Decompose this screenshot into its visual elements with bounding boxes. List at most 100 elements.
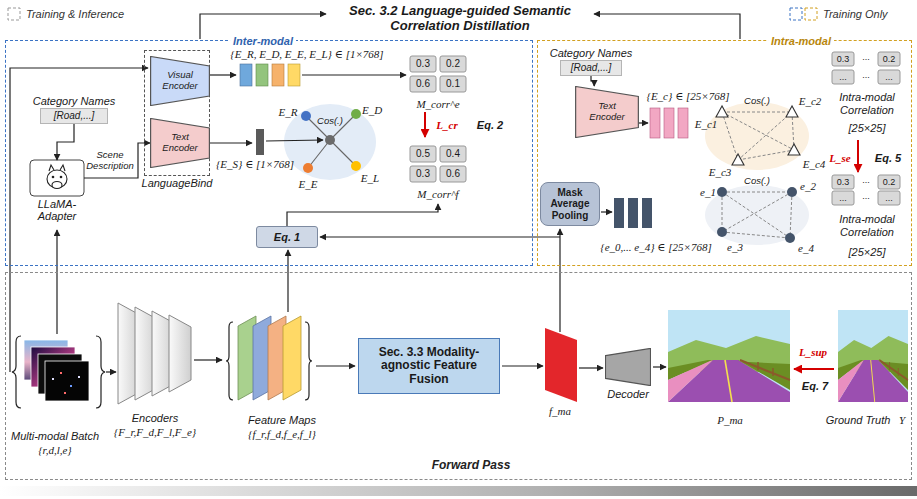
legend-label: Training & Inference <box>26 8 124 20</box>
graphic-ellipse <box>52 182 62 189</box>
icon-box: LLaMA-Adapter <box>30 160 84 196</box>
graphic-g <box>722 112 794 160</box>
text-label: M_corr^e <box>416 98 459 111</box>
node-text: Visual Encoder <box>156 70 204 91</box>
graphic-ellipse <box>705 185 809 245</box>
graphic-polygon <box>732 154 744 165</box>
text-label: E_L <box>361 172 379 185</box>
graphic-line <box>722 192 790 238</box>
graphic-rect <box>0 486 917 496</box>
text-label: 0.6 <box>416 78 430 90</box>
text-label: [25×25] <box>848 246 885 259</box>
graphic-line <box>208 74 236 75</box>
graphic-line <box>316 365 355 366</box>
graphic-line <box>790 192 792 238</box>
text-label: e_3 <box>727 241 743 254</box>
shape-outline <box>605 348 651 386</box>
node-text: Sec. 3.3 Modality-agnostic Feature Fusio… <box>362 346 496 386</box>
text-label: E_c2 <box>799 95 822 108</box>
graphic-rect <box>440 166 466 182</box>
text-label: 0.2 <box>883 177 896 187</box>
text-label: 0.2 <box>883 54 896 64</box>
graphic-rect <box>410 166 436 182</box>
graphic-circle <box>717 187 727 197</box>
graphic-rect <box>410 146 436 162</box>
graphic-rect <box>878 70 900 84</box>
graphic-rect <box>642 198 652 228</box>
graphic-g <box>832 52 900 205</box>
graphic-line <box>266 140 323 141</box>
text-label: 0.2 <box>446 58 460 70</box>
text-label: ... <box>862 191 870 201</box>
graphic-g <box>717 187 797 243</box>
graphic-rect <box>805 8 817 20</box>
graphic-rect <box>272 64 284 86</box>
text-label: e_2 <box>800 180 816 193</box>
text-label: P_ma <box>717 414 743 427</box>
text-label: Ground Truth <box>826 414 891 427</box>
node-heading: Category Names <box>33 95 116 107</box>
graphic-line <box>722 112 794 150</box>
graphic-circle <box>325 135 335 145</box>
graphic-rect <box>440 76 466 92</box>
graphic-line <box>738 150 794 160</box>
graphic-rect <box>832 175 854 189</box>
graphic-line <box>330 140 356 166</box>
node-heading: Category Names <box>550 47 633 59</box>
graphic-polygon <box>169 315 191 392</box>
node-text: [Road,...] <box>571 62 612 73</box>
graphic-rect <box>410 56 436 72</box>
graphic-rect <box>78 376 80 378</box>
text-label: ... <box>839 193 847 203</box>
text-label: L_cr <box>436 119 457 132</box>
text-label: f_ma <box>549 405 571 418</box>
text-label: 0.1 <box>446 78 460 90</box>
graphic-circle <box>351 161 361 171</box>
graphic-path <box>287 204 438 226</box>
text-label: E_D <box>362 104 382 117</box>
text-label: 0.3 <box>416 168 430 180</box>
region-frame: Forward PassSec. 3.3 Modality-agnostic F… <box>5 272 912 480</box>
text-label: [25×25] <box>848 122 885 135</box>
graphic-rect <box>240 64 252 86</box>
trapezoid-shape <box>151 119 210 168</box>
node-text: Text Encoder <box>581 101 633 122</box>
graphic-line <box>722 192 792 193</box>
connector-arrow <box>84 143 150 178</box>
graphic-line <box>194 359 222 360</box>
text-label: Intra-modal Correlation <box>827 91 907 116</box>
text-label: ... <box>862 175 870 185</box>
decoder-trapezoid: Decoder <box>605 348 651 386</box>
graphic-path <box>594 14 740 39</box>
text-label: E_c1 <box>695 118 718 131</box>
node-heading: Decoder <box>607 388 649 400</box>
graphic-line <box>722 232 790 238</box>
graphic-circle <box>717 227 727 237</box>
graphic-rect <box>70 385 72 387</box>
graphic-line <box>56 230 57 334</box>
graphic-rect <box>288 64 300 86</box>
text-label: {E_S} ∈ [1×768] <box>216 158 294 171</box>
graphic-g <box>716 106 800 165</box>
graphic-rect <box>440 56 466 72</box>
text-label: {F_r,F_d,F_l,F_e} <box>114 426 196 439</box>
text-label: Eq. 7 <box>802 380 828 393</box>
text-label: Multi-modal Batch <box>11 430 99 443</box>
graphic-rect <box>678 108 688 138</box>
graphic-rect <box>256 129 264 155</box>
graphic-line <box>208 142 252 143</box>
graphic-rect <box>790 8 802 20</box>
graphic-line <box>106 371 116 372</box>
text-label: ... <box>862 70 870 80</box>
graphic-line <box>722 112 792 113</box>
process-box: Sec. 3.3 Modality-agnostic Feature Fusio… <box>358 338 500 394</box>
graphic-rect <box>8 8 20 20</box>
text-label: {E_R, E_D, E_E, E_L} ∈ [1×768] <box>230 48 383 61</box>
graphic-circle <box>301 111 311 121</box>
text-label: Y <box>899 414 905 427</box>
node-text: Eq. 1 <box>274 231 300 243</box>
process-box: Eq. 1 <box>256 226 318 248</box>
